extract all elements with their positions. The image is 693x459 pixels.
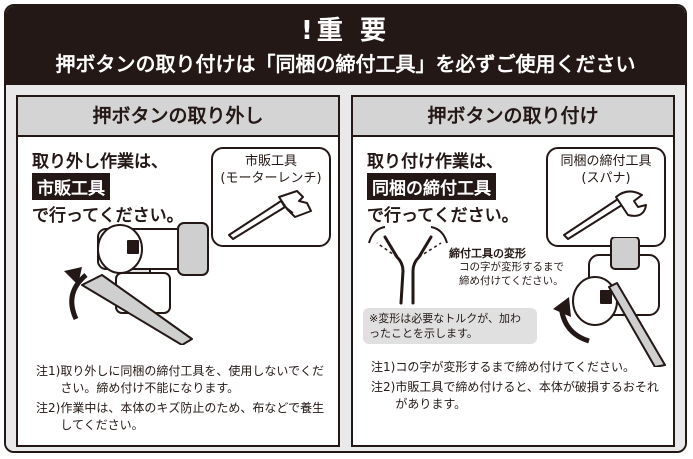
removal-lead-line1: 取り外し作業は、	[32, 152, 168, 172]
removal-panel: 押ボタンの取り外し 取り外し作業は、 市販工具 で行ってください。 市販工具 (…	[16, 95, 340, 447]
torque-callout: ※変形は必要なトルクが、加わったことを示します。	[363, 308, 537, 344]
removal-lead-line2: で行ってください。	[32, 206, 184, 226]
installation-notes: 注1) コの字が変形するまで締め付けてください。 注2) 市販工具で締め付けると…	[371, 359, 663, 416]
removal-tool-label-1: 市販工具	[244, 154, 297, 169]
installation-tool-label-2: (スパナ)	[581, 171, 631, 186]
installation-lead-highlight: 同梱の締付工具	[367, 173, 496, 200]
installation-lead-line2: で行ってください。	[367, 206, 519, 226]
removal-tool-box: 市販工具 (モーターレンチ)	[211, 147, 331, 247]
installation-illustration	[553, 237, 666, 367]
header-banner: !重 要 押ボタンの取り付けは「同梱の締付工具」を必ずご使用ください	[6, 6, 685, 85]
installation-note-1: 注1) コの字が変形するまで締め付けてください。	[371, 360, 635, 374]
removal-illustration	[64, 222, 209, 345]
spanner-icon	[563, 190, 647, 240]
deform-illustration	[368, 226, 448, 305]
installation-lead-line1: 取り付け作業は、	[367, 152, 503, 172]
removal-tool-label-2: (モーターレンチ)	[220, 171, 322, 186]
removal-note-2: 注2) 作業中は、本体のキズ防止のため、布などで養生してください。	[36, 401, 325, 432]
installation-panel: 押ボタンの取り付け 取り付け作業は、 同梱の締付工具 で行ってください。 同梱の…	[351, 95, 675, 447]
monkey-wrench-icon	[228, 190, 312, 240]
installation-tool-label-1: 同梱の締付工具	[560, 154, 652, 169]
installation-note-2: 注2) 市販工具で締め付けると、本体が破損するおそれがあります。	[371, 380, 659, 411]
removal-heading: 押ボタンの取り外し	[18, 97, 338, 137]
installation-heading: 押ボタンの取り付け	[353, 97, 673, 137]
header-subtitle: 押ボタンの取り付けは「同梱の締付工具」を必ずご使用ください	[55, 52, 636, 76]
removal-note-1: 注1) 取り外しに同梱の締付工具を、使用しないでください。締め付け不能になります…	[36, 364, 324, 395]
deform-text: コの字が変形するまで締め付けてください。	[459, 261, 564, 287]
removal-lead-highlight: 市販工具	[32, 173, 110, 200]
notice-sheet: !重 要 押ボタンの取り付けは「同梱の締付工具」を必ずご使用ください 押ボタンの…	[4, 4, 687, 453]
deform-title: 締付工具の変形	[449, 247, 526, 260]
installation-tool-box: 同梱の締付工具 (スパナ)	[546, 147, 666, 247]
body-area: 押ボタンの取り外し 取り外し作業は、 市販工具 で行ってください。 市販工具 (…	[6, 85, 685, 451]
removal-notes: 注1) 取り外しに同梱の締付工具を、使用しないでください。締め付け不能になります…	[36, 363, 328, 437]
header-title: !重 要	[301, 16, 390, 46]
